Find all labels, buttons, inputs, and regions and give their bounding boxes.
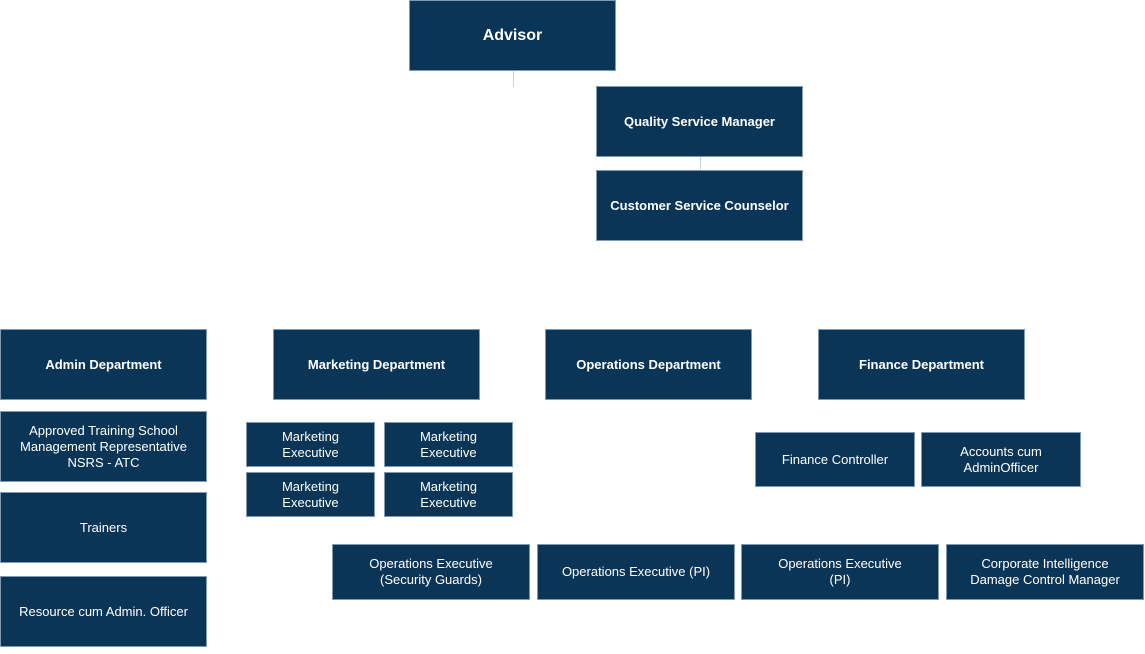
resource-officer-box: Resource cum Admin. Officer xyxy=(0,576,207,647)
corporate-intelligence-manager-box: Corporate Intelligence Damage Control Ma… xyxy=(946,544,1144,600)
admin-department-box: Admin Department xyxy=(0,329,207,400)
operations-executive-pi-box: Operations Executive (PI) xyxy=(537,544,735,600)
operations-department-box: Operations Department xyxy=(545,329,752,400)
quality-service-manager-box: Quality Service Manager xyxy=(596,86,803,157)
trainers-box: Trainers xyxy=(0,492,207,563)
finance-controller-box: Finance Controller xyxy=(755,432,915,487)
marketing-executive-box: Marketing Executive xyxy=(246,472,375,517)
marketing-department-box: Marketing Department xyxy=(273,329,480,400)
customer-service-counselor-box: Customer Service Counselor xyxy=(596,170,803,241)
connector-advisor-qsm xyxy=(513,71,514,87)
connector-qsm-csc xyxy=(700,157,701,170)
marketing-executive-box: Marketing Executive xyxy=(384,472,513,517)
operations-executive-pi-box-2: Operations Executive (PI) xyxy=(741,544,939,600)
approved-training-school-box: Approved Training School Management Repr… xyxy=(0,411,207,482)
advisor-box: Advisor xyxy=(409,0,616,71)
marketing-executive-box: Marketing Executive xyxy=(246,422,375,467)
operations-executive-security-box: Operations Executive (Security Guards) xyxy=(332,544,530,600)
finance-department-box: Finance Department xyxy=(818,329,1025,400)
accounts-admin-officer-box: Accounts cum AdminOfficer xyxy=(921,432,1081,487)
marketing-executive-box: Marketing Executive xyxy=(384,422,513,467)
